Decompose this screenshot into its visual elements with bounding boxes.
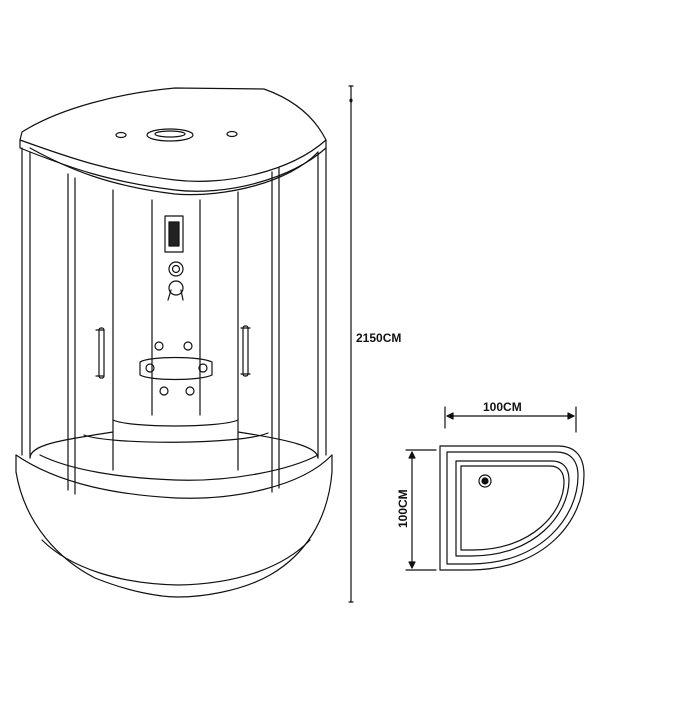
tray-outline <box>439 445 585 571</box>
massage-jet-icon <box>154 341 164 351</box>
shower-tray-bowl <box>29 419 319 481</box>
door-handle-right-icon <box>242 325 249 377</box>
height-label: 2150CM <box>356 331 402 345</box>
control-knob-icon <box>168 261 184 277</box>
depth-label: 100CM <box>396 489 410 528</box>
roof-speaker-right-icon <box>226 130 238 138</box>
plan-view <box>405 406 585 571</box>
massage-jet-icon <box>145 363 155 373</box>
shower-cabin <box>15 87 333 598</box>
cabin-frame <box>21 147 327 495</box>
cabin-base-tub <box>15 454 333 598</box>
door-handle-left-icon <box>98 327 105 379</box>
control-panel-display-icon <box>164 215 184 253</box>
massage-jet-icon <box>159 386 169 396</box>
roof-speaker-left-icon <box>115 131 127 139</box>
roof-light-icon <box>146 128 194 142</box>
door-handles <box>95 325 251 379</box>
width-label: 100CM <box>483 400 522 414</box>
control-column <box>139 199 213 416</box>
drain-icon <box>478 474 492 488</box>
height-dimension <box>348 85 354 603</box>
massage-jet-rack <box>139 356 213 381</box>
massage-jet-icon <box>198 363 208 373</box>
mixer-tap-icon <box>168 280 184 296</box>
massage-jet-icon <box>185 386 195 396</box>
massage-jet-icon <box>183 341 193 351</box>
cabin-roof <box>19 87 327 196</box>
